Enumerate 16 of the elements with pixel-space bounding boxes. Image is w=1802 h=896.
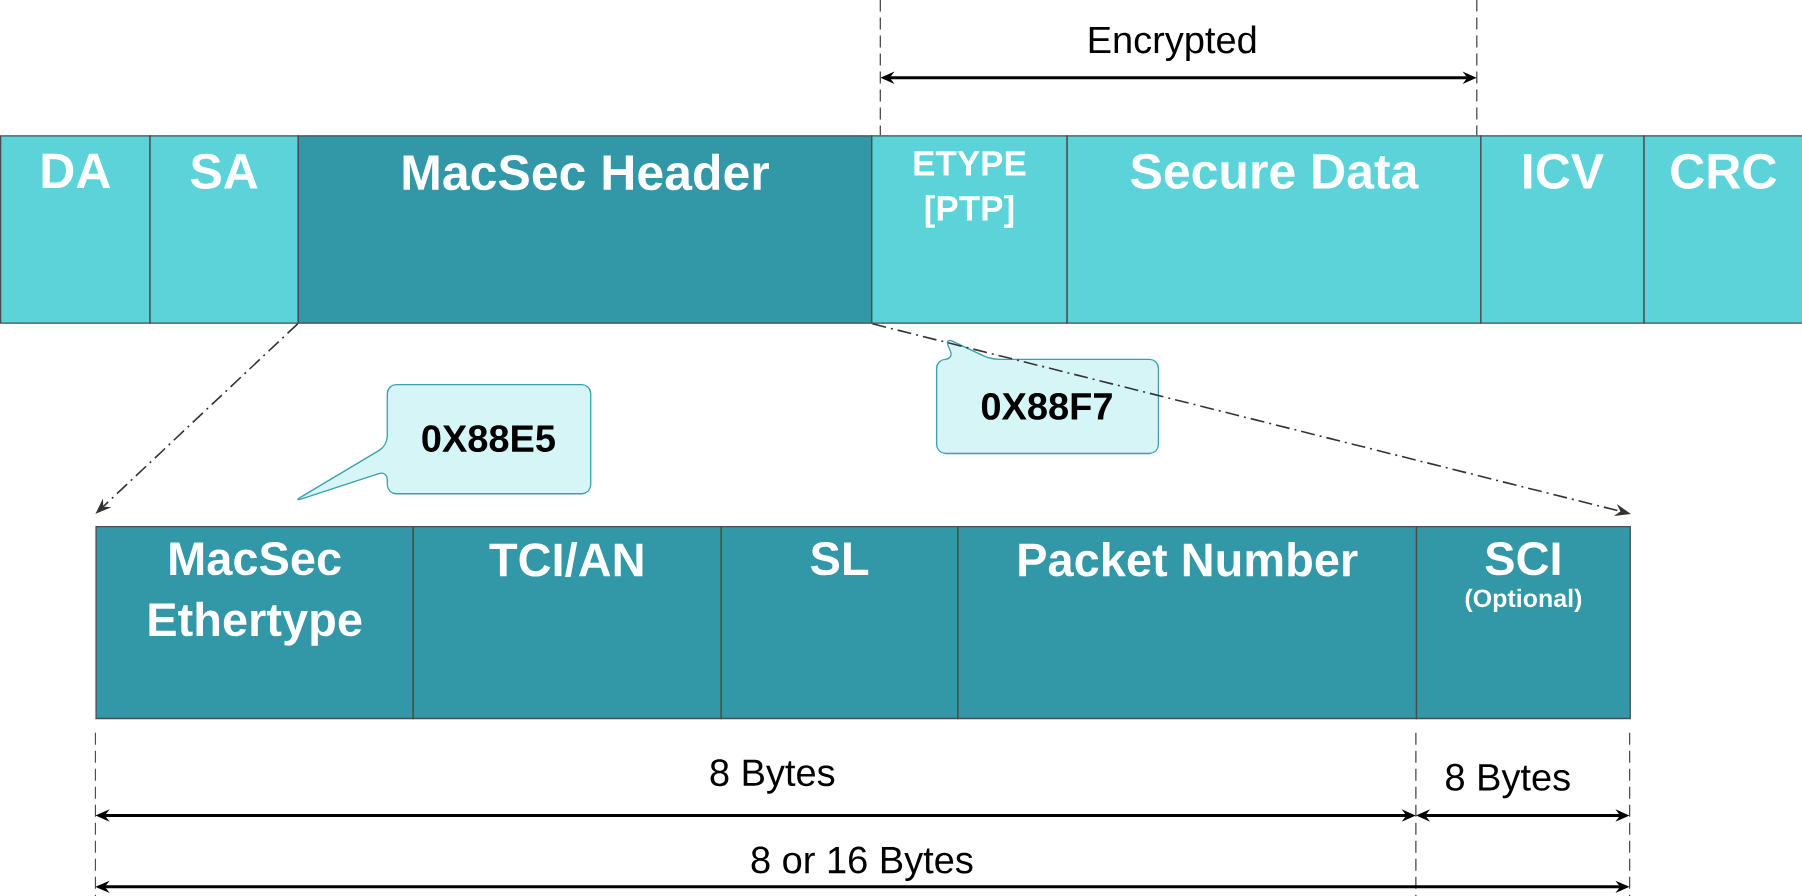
- field-box: DA: [0, 135, 151, 324]
- field-box: ICV: [1480, 135, 1645, 324]
- field-box: MacSec Header: [297, 135, 873, 324]
- callout: 0X88E5: [297, 383, 592, 501]
- field-box: SL: [720, 525, 959, 720]
- field-box: SCI (Optional): [1415, 525, 1631, 720]
- field-box: TCI/AN: [412, 525, 722, 720]
- field-box: MacSec Ethertype: [95, 525, 414, 720]
- dimension-label: 8 Bytes: [1442, 761, 1574, 801]
- field-box: ETYPE [PTP]: [871, 135, 1068, 324]
- field-box: SA: [149, 135, 299, 324]
- dimension-label: Encrypted: [1084, 23, 1260, 63]
- callout: 0X88F7: [936, 339, 1160, 455]
- dimension-label: 8 Bytes: [706, 757, 838, 796]
- dimension-label: 8 or 16 Bytes: [748, 844, 976, 883]
- field-box: CRC: [1643, 135, 1802, 324]
